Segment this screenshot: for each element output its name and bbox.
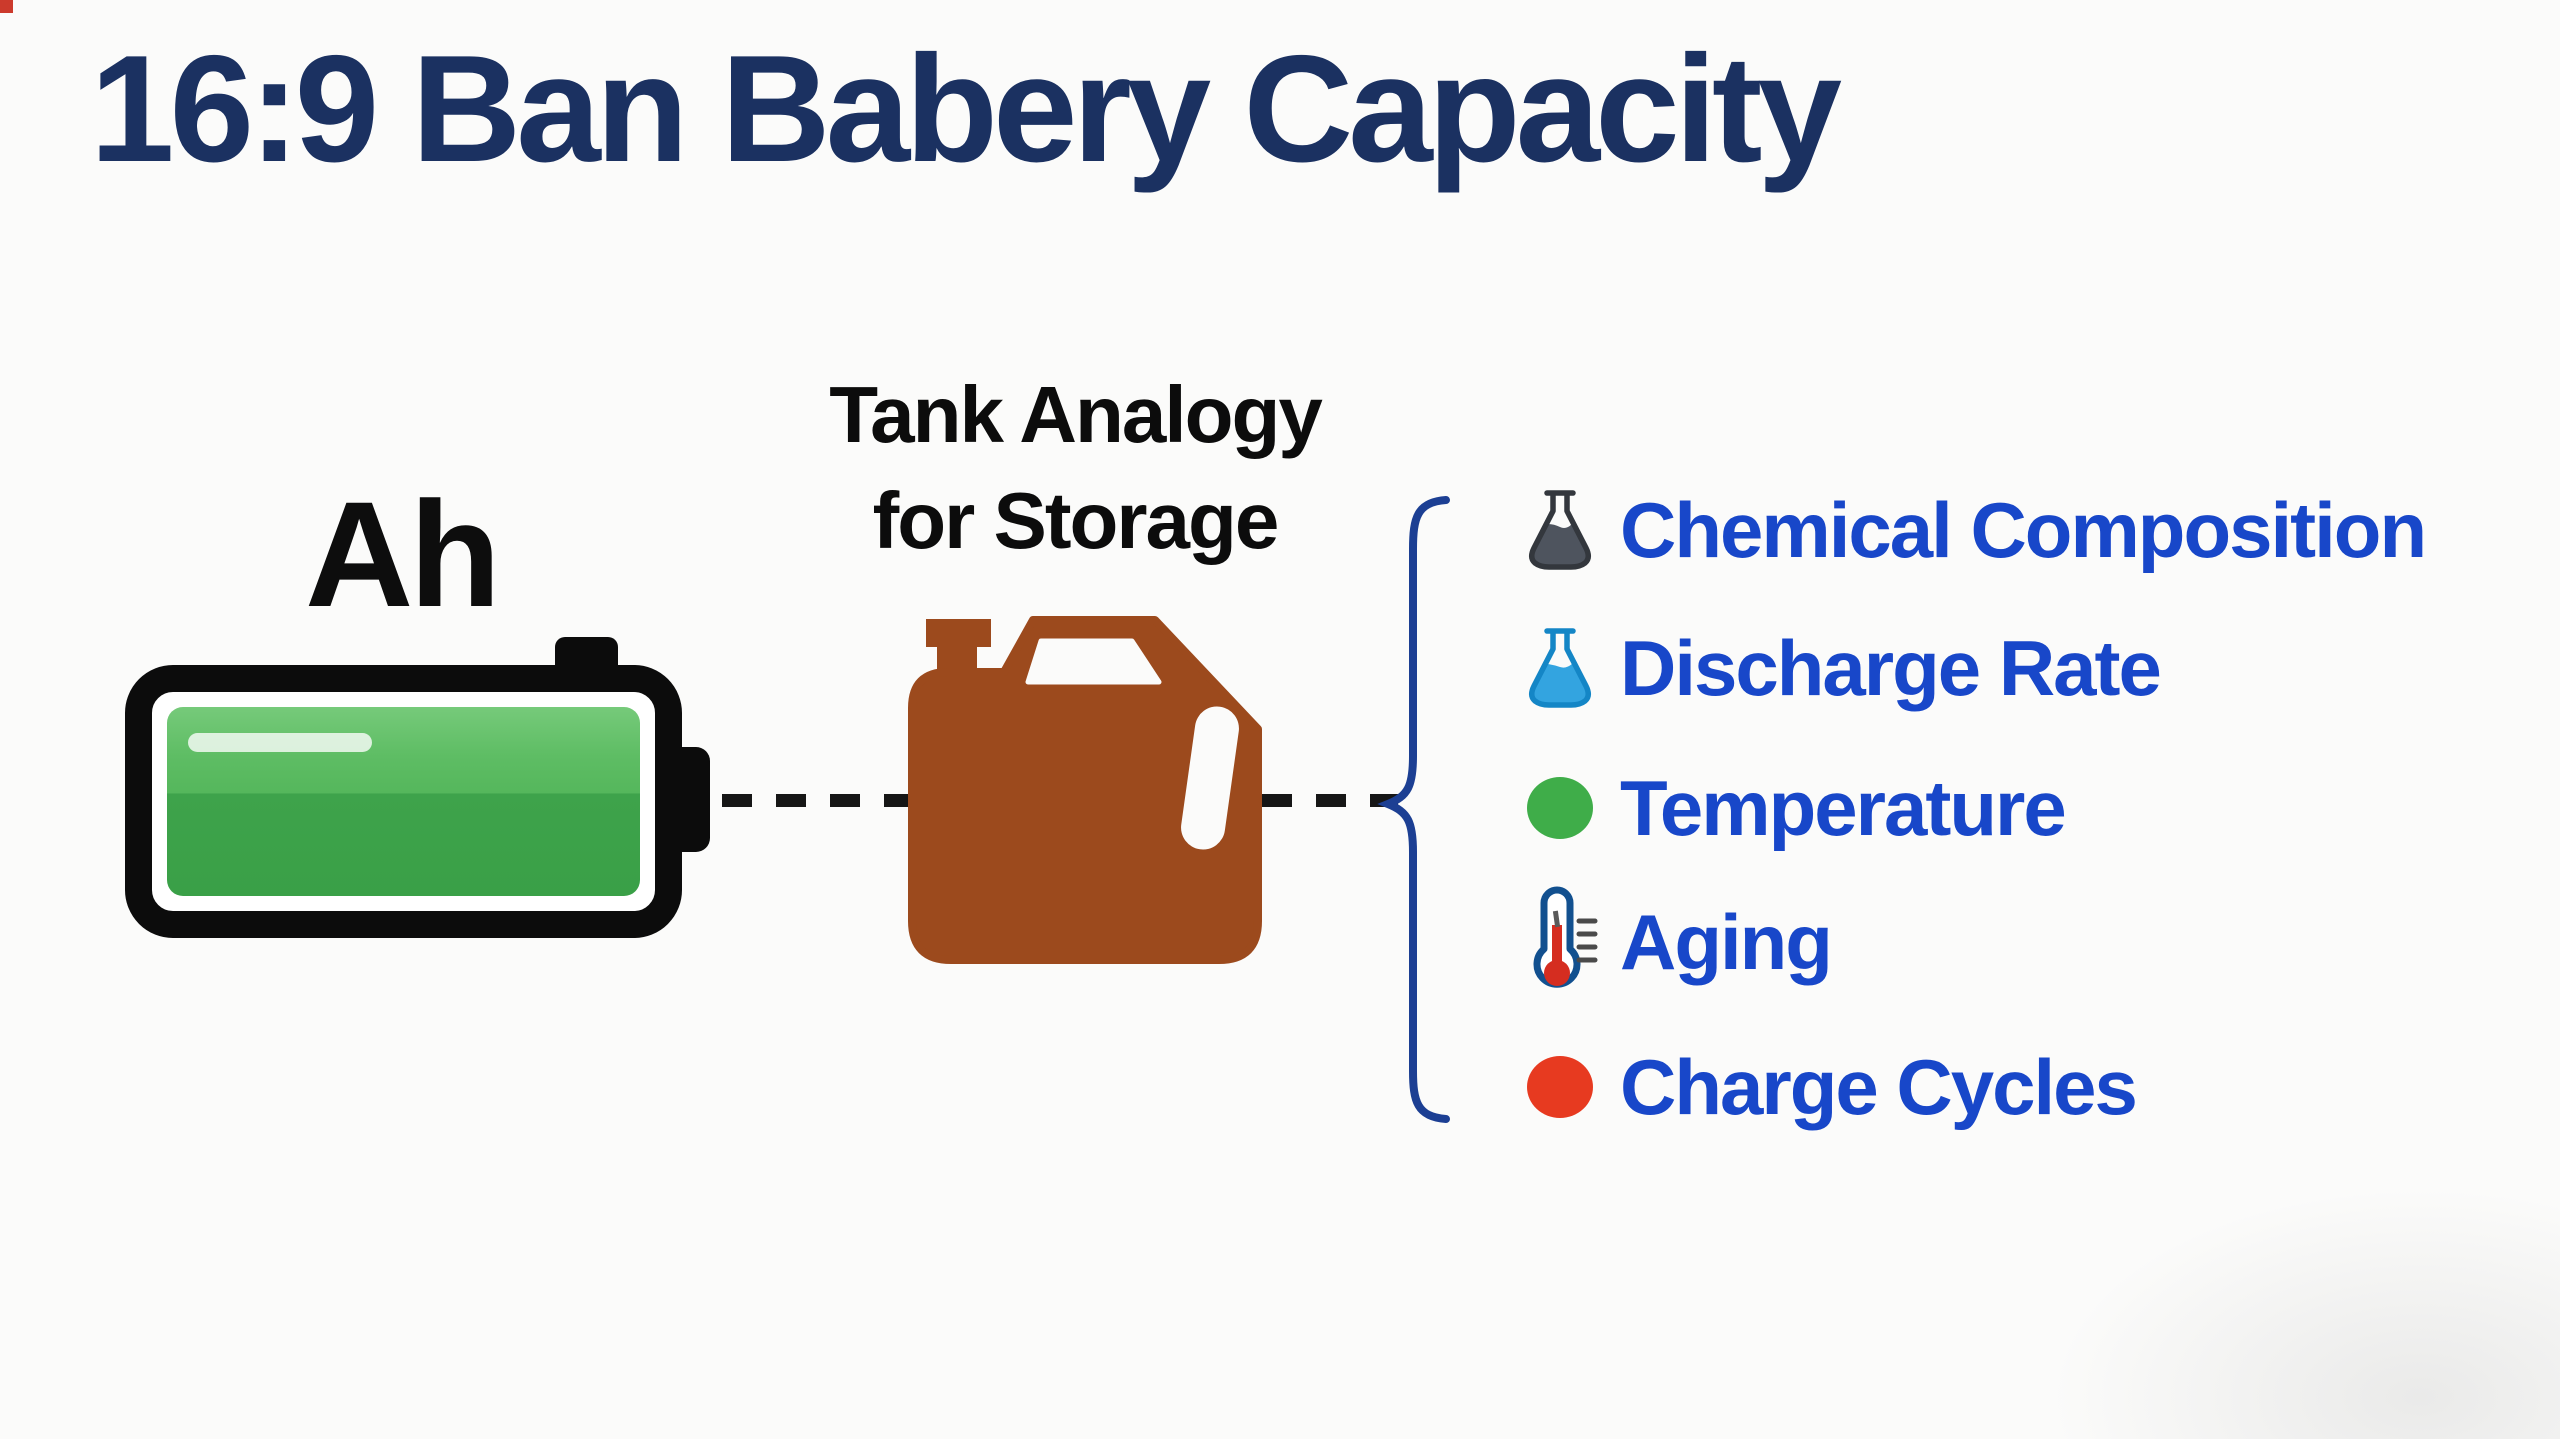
battery-unit-label: Ah: [305, 470, 501, 638]
tank-grip-cutout: [1181, 706, 1239, 850]
flask-dark-icon: [1512, 486, 1608, 574]
jerry-can-icon: [908, 616, 1262, 964]
dashed-connector-right: [1262, 794, 1398, 807]
dashed-connector-left: [722, 794, 912, 807]
bottom-right-shadow: [2000, 1159, 2560, 1439]
thermometer-icon: [1512, 883, 1608, 1001]
red-dot-icon: [1512, 1055, 1608, 1119]
tank-label: Tank Analogy for Storage: [820, 362, 1330, 573]
list-item-temperature: Temperature: [1512, 756, 2512, 860]
page-title: 16:9 Ban Babery Capacity: [90, 24, 1842, 194]
flask-blue-icon: [1512, 624, 1608, 712]
tank-label-line1: Tank Analogy: [829, 370, 1323, 459]
list-item-aging: Aging: [1512, 886, 2512, 994]
tank-label-line2: for Storage: [872, 475, 1280, 565]
list-item-label: Discharge Rate: [1620, 623, 2162, 712]
battery-icon: [125, 665, 682, 938]
battery-gloss-highlight: [188, 733, 372, 752]
list-item-label: Aging: [1620, 897, 1833, 986]
list-item-label: Chemical Composition: [1620, 485, 2427, 574]
list-item-charge-cycles: Charge Cycles: [1512, 1035, 2512, 1139]
tank-cap: [926, 619, 991, 647]
tank-body: [908, 616, 1262, 964]
list-item-chemical-composition: Chemical Composition: [1512, 478, 2512, 582]
battery-charge-fill: [167, 707, 640, 896]
list-item-label: Charge Cycles: [1620, 1042, 2138, 1131]
list-item-discharge-rate: Discharge Rate: [1512, 616, 2512, 720]
green-dot-icon: [1512, 776, 1608, 840]
tank-handle-cutout: [1025, 638, 1162, 685]
list-item-label: Temperature: [1620, 763, 2067, 852]
brace: [1377, 496, 1450, 1123]
corner-artifact: [0, 0, 13, 13]
